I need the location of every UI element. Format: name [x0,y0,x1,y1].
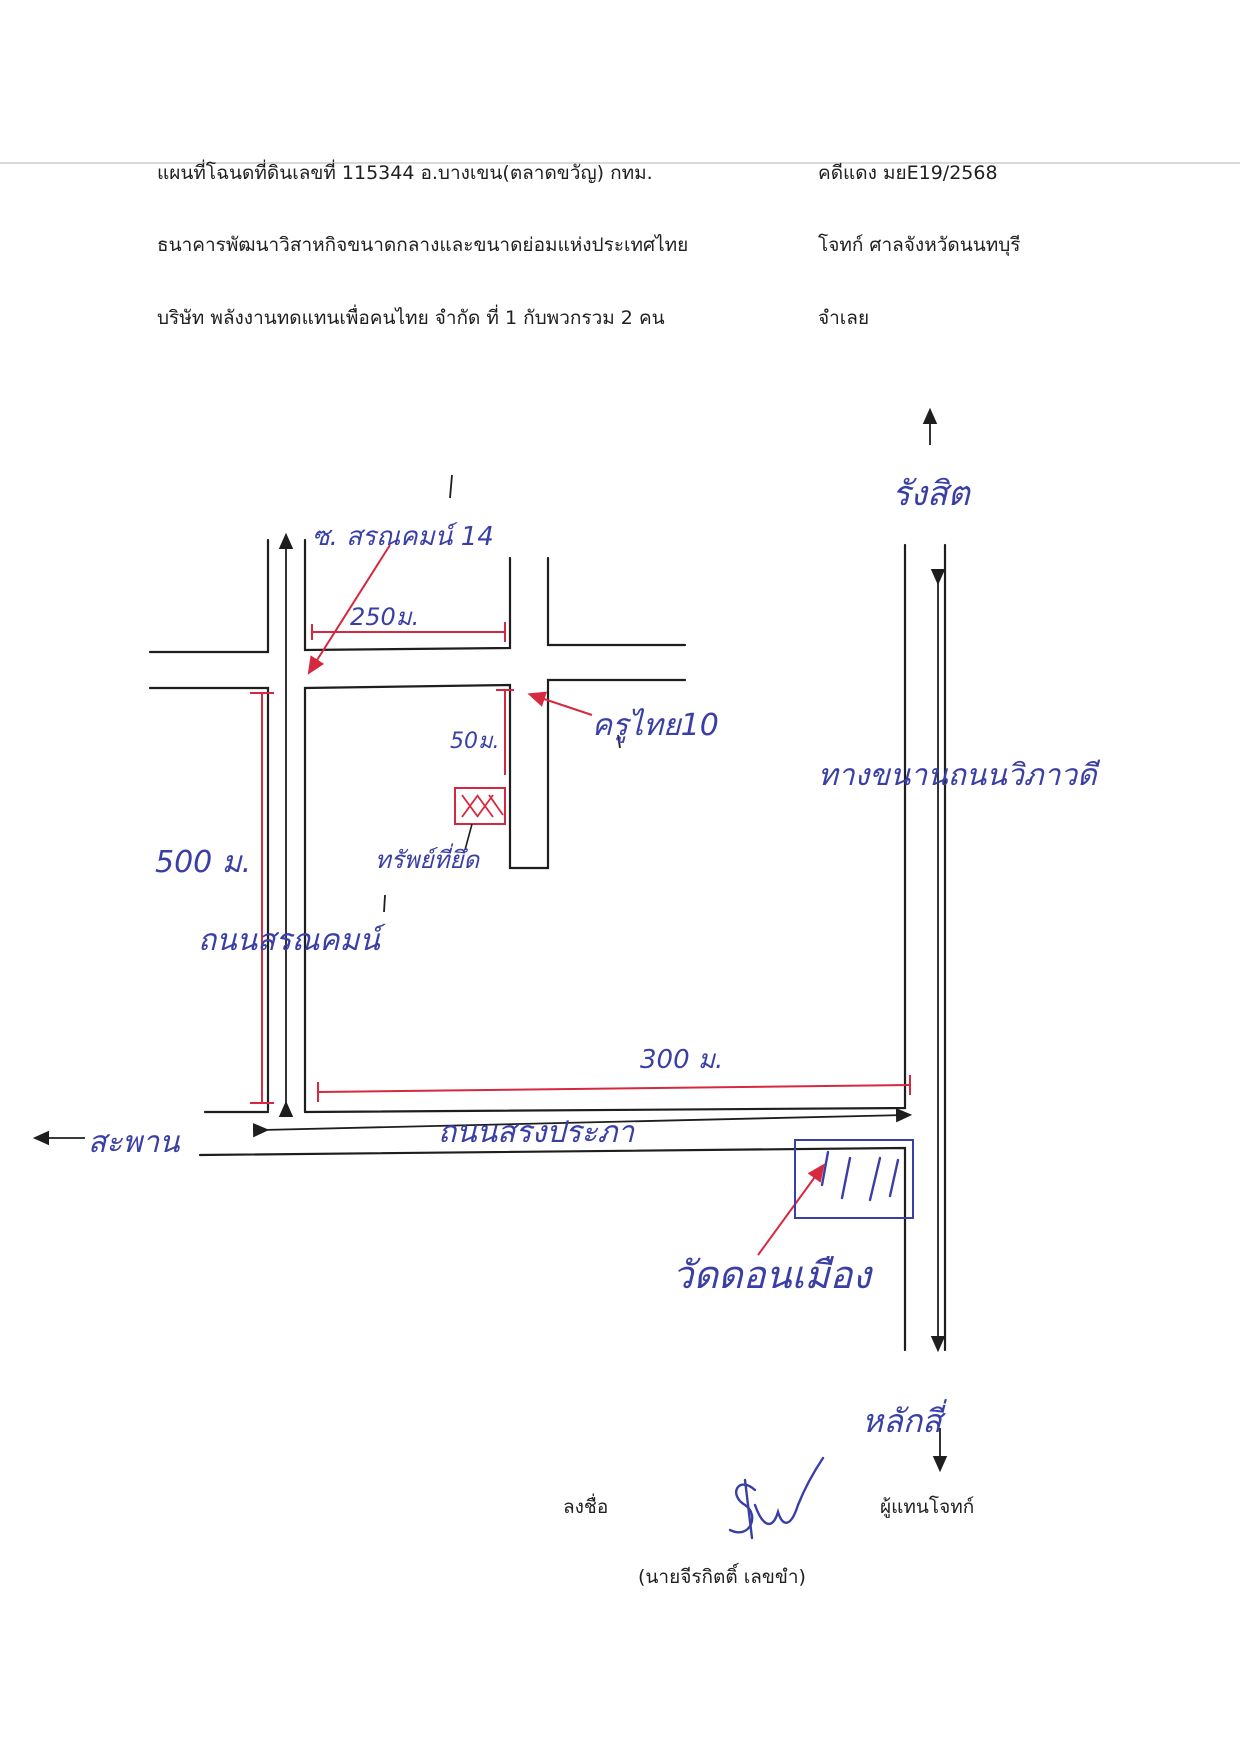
label-dist-300: 300 ม. [640,1045,723,1075]
seized-property-marker [454,787,506,851]
signature-scribble [728,1456,825,1540]
top-road-north-edge-right [546,556,687,647]
scan-artifact-line [0,162,1240,164]
temple-marker [794,1139,914,1219]
label-soi14: ซ. สรณคมน์ 14 [312,522,494,552]
label-property: ทรัพย์ที่ยึด [375,843,480,874]
header-case-number: คดีแดง มยE19/2568 [818,162,998,184]
label-dist-250: 250ม. [350,603,419,631]
top-road-north-edge-mid [303,538,512,652]
label-dist-50: 50ม. [450,729,500,754]
header-defendant: บริษัท พลังงานทดแทนเพื่อคนไทย จำกัด ที่ … [157,307,665,329]
label-krutai: ครูไทย10 [592,708,719,743]
krutai-tick [617,734,621,749]
label-south: หลักสี่ [862,1399,948,1440]
label-sarana-road: ถนนสรณคมน์ [198,923,386,958]
top-road-north-edge-left [148,538,270,654]
signer-name: (นายจีรกิตติ์ เลขขำ) [638,1566,806,1588]
pointer-arrows [307,544,825,1256]
label-west: สะพาน [88,1125,181,1160]
road-direction-arrows [32,407,948,1473]
label-dist-500: 500 ม. [155,845,251,880]
label-north: รังสิต [892,474,972,514]
songprapa-south-edge [198,1146,907,1352]
soi14-pointer [307,544,391,675]
sign-label: ลงชื่อ [563,1496,609,1518]
label-temple: วัดดอนเมือง [672,1253,873,1297]
krutai-pointer [527,691,593,716]
soi14-tick [449,474,453,499]
header-plaintiff: ธนาคารพัฒนาวิสาหกิจขนาดกลางและขนาดย่อมแห… [157,234,689,256]
temple-pointer [757,1163,825,1256]
signer-role: ผู้แทนโจทก์ [880,1496,975,1518]
songprapa-arrow-line [252,1108,913,1138]
header-deed-title: แผนที่โฉนดที่ดินเลขที่ 115344 อ.บางเขน(ต… [157,162,653,184]
sarana-tick [383,894,386,913]
dim-300-line [317,1084,911,1093]
handwritten-labels: รังสิต ซ. สรณคมน์ 14 250ม. 50ม. ครูไทย10… [88,474,1101,1440]
label-songprapa: ถนนสรงประภา [438,1115,635,1150]
measurement-lines [250,622,911,1104]
header-defendant-role: จำเลย [818,307,870,329]
header-plaintiff-role: โจทก์ ศาลจังหวัดนนทบุรี [818,234,1021,256]
label-highway: ทางขนานถนนวิภาวดี [818,758,1101,793]
top-road-south-edge-right [303,678,687,1114]
top-road-south-edge-left [148,686,270,1112]
